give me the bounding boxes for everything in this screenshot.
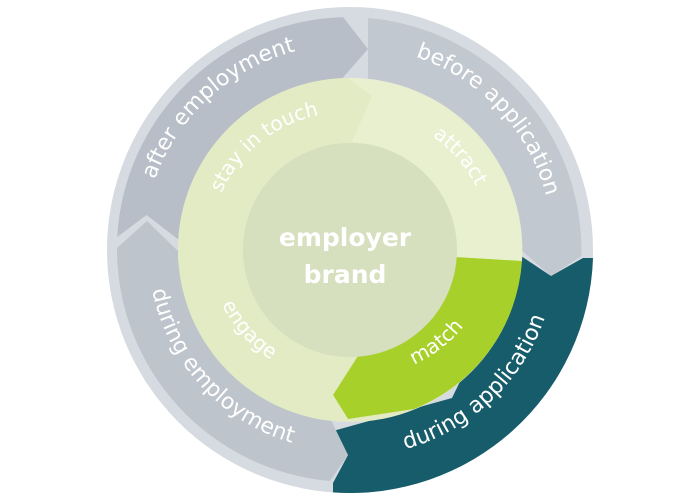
outer-ring	[116, 17, 593, 494]
inner-segment-match	[333, 257, 522, 419]
outer-segment-during-employment	[116, 221, 348, 481]
center-label-line-1: employer	[279, 223, 412, 252]
inner-segment-engage	[178, 229, 352, 419]
outer-segment-after-employment	[117, 17, 368, 241]
inner-segment-stay-in-touch	[178, 78, 372, 248]
outer-segment-before-application	[368, 18, 582, 276]
center-core	[243, 143, 457, 357]
outer-segment-during-application	[333, 256, 593, 494]
center-label-line-2: brand	[304, 260, 387, 289]
inner-ring	[178, 77, 523, 419]
inner-segment-attract	[348, 77, 523, 262]
